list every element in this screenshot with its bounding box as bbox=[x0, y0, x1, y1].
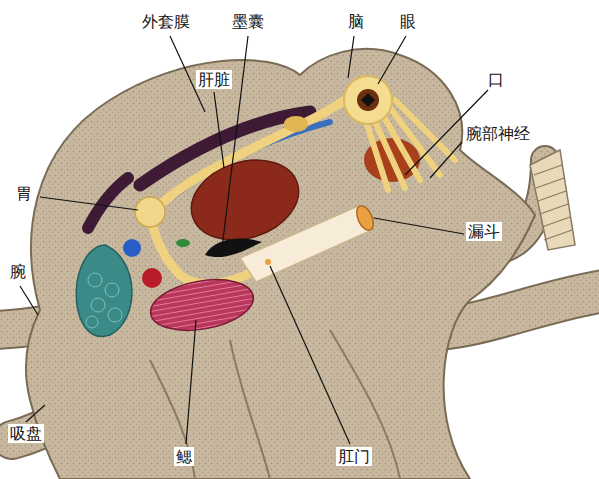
part-label: 墨囊 bbox=[230, 12, 266, 31]
arm-outline bbox=[150, 330, 400, 479]
part-label: 吸盘 bbox=[8, 424, 44, 443]
part-label: 腕部神经 bbox=[464, 124, 532, 143]
organs bbox=[76, 76, 455, 338]
leader-lines bbox=[20, 36, 488, 444]
part-label: 鳃 bbox=[174, 447, 194, 466]
part-label: 口 bbox=[486, 70, 506, 89]
part-label: 漏斗 bbox=[466, 222, 502, 241]
part-label: 胃 bbox=[14, 184, 34, 203]
part-label: 脑 bbox=[346, 12, 366, 31]
part-label: 腕 bbox=[8, 262, 28, 281]
octopus-body bbox=[26, 49, 535, 479]
part-label: 眼 bbox=[398, 12, 418, 31]
arm-tip bbox=[530, 150, 575, 250]
part-label: 肛门 bbox=[336, 447, 372, 466]
part-label: 肝脏 bbox=[196, 70, 232, 89]
part-label: 外套膜 bbox=[140, 12, 192, 31]
